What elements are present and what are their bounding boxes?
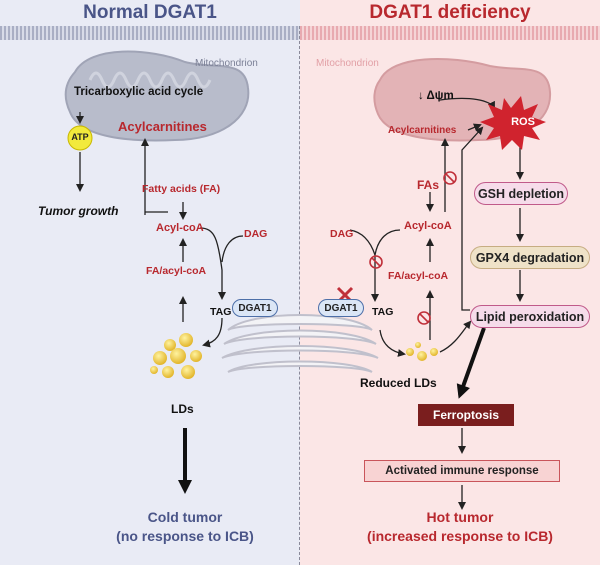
right-lipid-droplets-icon [406, 342, 438, 361]
left-fatty-acids-label: Fatty acids (FA) [142, 183, 221, 195]
ferroptosis-node: Ferroptosis [418, 404, 514, 426]
inhibit-icon-3 [417, 311, 431, 325]
membrane-potential-label: ↓ Δψm [418, 90, 454, 102]
inhibition-icons [369, 171, 457, 325]
panel-divider [299, 26, 300, 565]
left-acylcarnitines-label: Acylcarnitines [118, 119, 207, 134]
reduced-lds-label: Reduced LDs [360, 376, 437, 390]
right-acyl-coa-label: Acyl-coA [404, 220, 452, 232]
hot-tumor-label: Hot tumor [426, 509, 494, 525]
right-dgat1-enzyme: DGAT1 [318, 299, 364, 317]
organelle-icon [221, 314, 379, 373]
left-tag-label: TAG [210, 306, 232, 318]
cold-tumor-subtitle: (no response to ICB) [116, 528, 254, 544]
right-fas-label: FAs [417, 178, 440, 192]
ros-label: ROS [511, 116, 535, 128]
left-acyl-coa-label: Acyl-coA [156, 222, 204, 234]
right-mitochondrion-label: Mitochondrion [316, 58, 379, 69]
atp-icon [67, 125, 93, 151]
left-mitochondrion-label: Mitochondrion [195, 58, 258, 69]
gpx4-degradation-node: GPX4 degradation [470, 246, 590, 269]
right-panel-title: DGAT1 deficiency [369, 2, 531, 23]
lipid-peroxidation-node: Lipid peroxidation [470, 305, 590, 328]
left-mitochondrion-icon [64, 50, 250, 142]
immune-response-node: Activated immune response [364, 460, 560, 482]
left-fa-acyl-coa-label: FA/acyl-coA [146, 265, 207, 277]
left-cell-membrane [0, 26, 300, 40]
hot-tumor-subtitle: (increased response to ICB) [367, 528, 553, 544]
ros-burst-icon [480, 96, 546, 150]
cold-tumor-label: Cold tumor [147, 509, 223, 525]
gsh-depletion-node: GSH depletion [474, 182, 568, 205]
atp-label: ATP [71, 132, 89, 142]
left-dgat1-enzyme: DGAT1 [232, 299, 278, 317]
left-dag-label: DAG [244, 228, 268, 240]
inhibit-icon-1 [443, 171, 457, 185]
left-lds-label: LDs [171, 402, 194, 416]
right-cell-membrane [300, 26, 600, 40]
inhibit-icon-2 [369, 255, 383, 269]
right-acylcarnitines-label: Acylcarnitines [388, 125, 457, 136]
right-tag-label: TAG [372, 306, 394, 318]
right-dag-label: DAG [330, 228, 354, 240]
left-panel-title: Normal DGAT1 [83, 2, 217, 23]
tumor-growth-label: Tumor growth [38, 204, 119, 218]
right-fa-acyl-coa-label: FA/acyl-coA [388, 270, 449, 282]
left-lipid-droplets-icon [150, 333, 202, 379]
tca-cycle-label: Tricarboxylic acid cycle [74, 86, 204, 98]
